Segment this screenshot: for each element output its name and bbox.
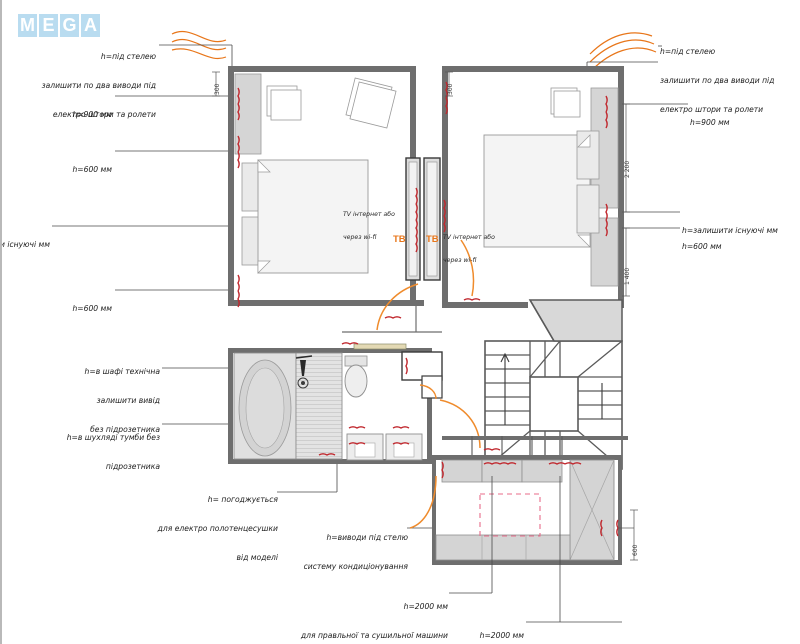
- tv-label-left: ТВ: [393, 234, 406, 245]
- dimension-right-2200: 2 200: [624, 160, 631, 178]
- tv-note-right: TV інтернет або через wi-fi: [443, 234, 495, 264]
- annotation-left-existing: h=залишити існуючі мм: [0, 240, 50, 250]
- air-conditioner-outline: [479, 493, 541, 537]
- tv-niche-left: [405, 157, 421, 281]
- annotation-top-right-curtains: h=під стелею залишити по два виводи під …: [660, 47, 775, 114]
- annotation-left-cabinet: h=в шафі технічна залишити вивід без під…: [84, 367, 160, 434]
- annotation-left-h600-upper: h=600 мм: [72, 165, 112, 175]
- lower-hall-walls: [442, 436, 628, 455]
- annotation-left-h900: h=900 мм: [72, 110, 112, 120]
- dimension-laundry-600: 600: [632, 544, 639, 556]
- logo-letter-e: E: [39, 14, 58, 37]
- bathroom-bathtub: [233, 352, 297, 460]
- tv-label-right: ТВ: [426, 234, 439, 245]
- annotation-right-h600: h=600 мм: [682, 242, 722, 252]
- leader-lines-bottom: [449, 476, 622, 623]
- annotation-washer-dryer: h=2000 мм для правльної та сушильної маш…: [300, 602, 448, 640]
- annotation-left-h600-lower: h=600 мм: [72, 304, 112, 314]
- annotation-top-left-curtains: h=під стелею залишити по два виводи під …: [41, 52, 156, 119]
- annotation-left-drawer: h=в шухляді тумби без підрозетника: [66, 433, 160, 471]
- towel-rail: [353, 343, 407, 350]
- dimension-right-1400: 1 400: [624, 267, 631, 285]
- bathroom-shower: [295, 352, 343, 460]
- curtain-symbol-right: [589, 32, 657, 71]
- bedroom-right-bed: [483, 130, 600, 248]
- bathroom-toilet: [344, 355, 368, 398]
- bedroom-left-bed: [241, 159, 369, 274]
- door-swing-laundry: [409, 475, 437, 529]
- tv-note-left: TV інтернет або через wi-fi: [343, 211, 395, 241]
- dimension-lines: [212, 71, 638, 561]
- staircase: [484, 299, 623, 470]
- door-swing-corridor: [376, 239, 475, 331]
- logo-letter-a: A: [81, 14, 100, 37]
- bathroom-vanity: [346, 433, 423, 461]
- bedroom-right-wardrobe: [590, 87, 619, 287]
- logo-letter-g: G: [60, 14, 79, 37]
- tv-niche-right: [423, 157, 441, 281]
- logo-letter-m: M: [18, 14, 37, 37]
- dimension-top-right-300: 300: [447, 83, 454, 95]
- mega-logo: M E G A: [18, 14, 100, 37]
- annotation-towel-rail: h= погоджується для електро полотенцесуш…: [157, 495, 278, 562]
- annotation-drying-cabinet: h=2000 мм для сушильної шафи: [479, 631, 524, 641]
- annotation-air-conditioning: h=виводи під стелю систему кондиціонуван…: [303, 533, 408, 571]
- curtain-leader-lines: [159, 44, 662, 80]
- curtain-symbol-left: [171, 31, 227, 60]
- dimension-top-left-300: 300: [214, 83, 221, 95]
- bathroom-vestibule: [401, 351, 443, 400]
- bedroom-right-furniture: [550, 87, 581, 118]
- annotation-right-h900: h=900 мм: [690, 118, 730, 128]
- door-swing-bathroom: [439, 399, 481, 449]
- annotation-right-existing: h=залишити існуючі мм: [682, 226, 778, 236]
- bedroom-left-furniture: [266, 77, 397, 129]
- corridor-walls: [342, 306, 442, 333]
